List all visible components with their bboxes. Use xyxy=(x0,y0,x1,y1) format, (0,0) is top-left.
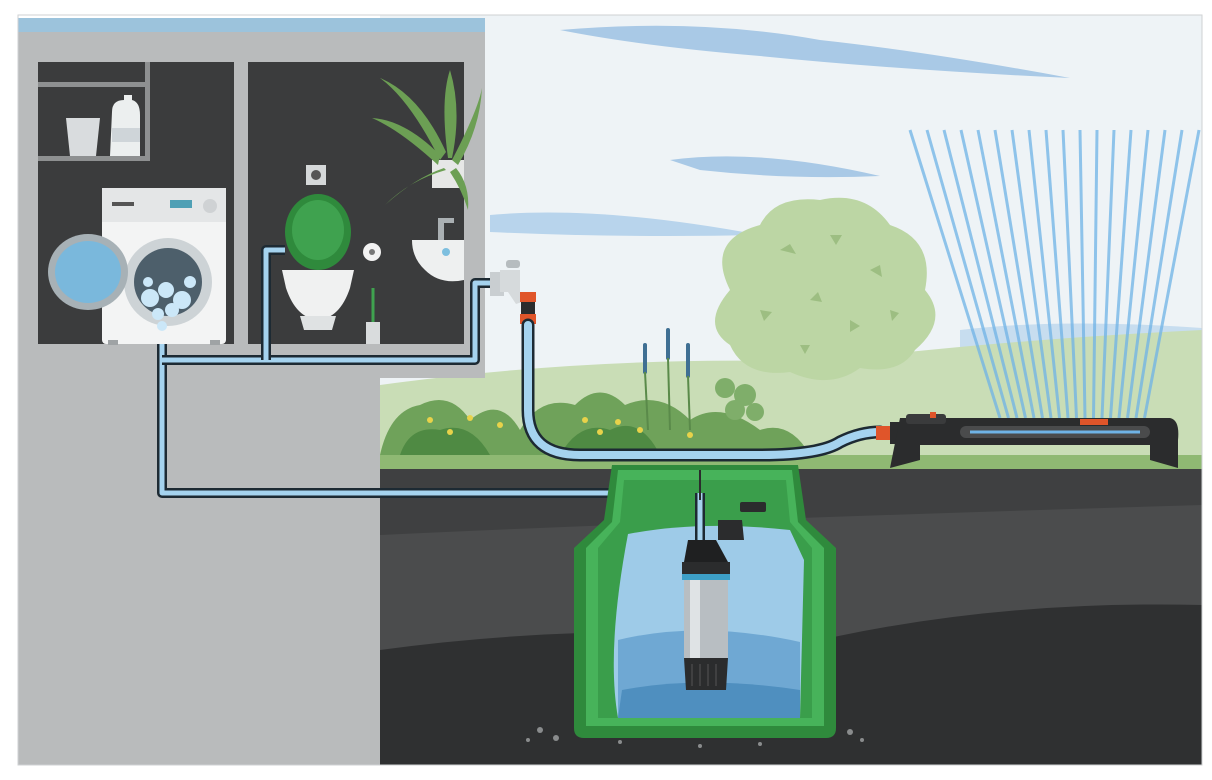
fern-icon xyxy=(372,70,482,210)
spray-stream xyxy=(1117,129,1150,419)
spray-stream xyxy=(1109,129,1133,419)
spray-stream xyxy=(1027,129,1061,419)
spray-stream xyxy=(959,129,1027,419)
oscillating-sprinkler-icon xyxy=(876,412,1179,468)
cloud-1 xyxy=(560,25,1070,78)
bottles-icon xyxy=(38,62,150,161)
spray-stream xyxy=(1092,129,1099,419)
washing-machine-icon xyxy=(48,188,226,345)
spray-stream xyxy=(1100,129,1116,419)
sprinkler-spray xyxy=(908,129,1201,419)
cloud-2 xyxy=(670,156,880,178)
garden-hose-icon xyxy=(521,318,887,462)
room-bathroom xyxy=(248,62,464,344)
indoor-pipes xyxy=(157,245,700,498)
spray-stream xyxy=(976,129,1036,419)
spray-stream xyxy=(1078,129,1087,419)
spray-stream xyxy=(1134,129,1184,419)
tree-icon xyxy=(715,197,936,381)
spray-stream xyxy=(1061,129,1078,419)
spray-stream xyxy=(993,129,1044,419)
spray-stream xyxy=(1126,129,1167,419)
spray-stream xyxy=(908,129,1002,419)
spray-stream xyxy=(1010,129,1053,419)
spray-stream xyxy=(925,129,1010,419)
spray-stream xyxy=(1143,129,1201,419)
submersible-pump-icon xyxy=(682,470,766,690)
toilet-icon xyxy=(282,165,381,344)
spray-stream xyxy=(1044,129,1070,419)
flowers-icon xyxy=(380,328,810,455)
spray-stream xyxy=(942,129,1019,419)
frame xyxy=(17,14,1203,766)
sink-icon xyxy=(412,218,464,282)
cloud-3 xyxy=(490,212,760,236)
